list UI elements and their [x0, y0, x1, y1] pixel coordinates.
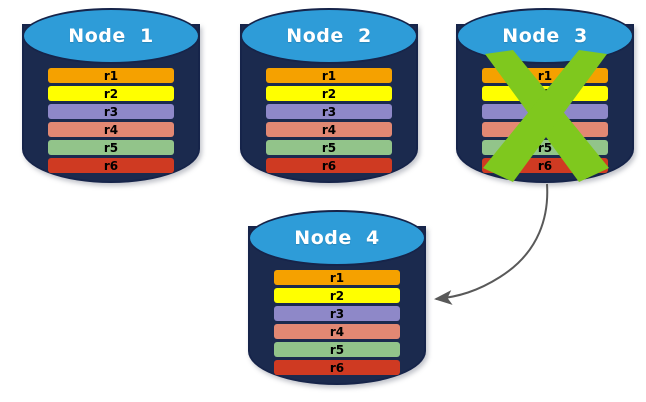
row-label: r4: [329, 324, 345, 339]
node-cylinder-node-3[interactable]: Node 3 r1 r2 r3 r4 r5 r6: [456, 8, 634, 183]
row-bar: r1: [48, 68, 174, 83]
row-bar: r3: [266, 104, 392, 119]
row-bar: r3: [48, 104, 174, 119]
row-label: r1: [537, 68, 553, 83]
node-rows: r1 r2 r3 r4 r5 r6: [266, 68, 392, 173]
row-bar: r4: [274, 324, 400, 339]
row-label: r1: [103, 68, 119, 83]
node-title: Node 1: [68, 25, 154, 47]
row-bar: r1: [266, 68, 392, 83]
row-label: r5: [329, 342, 345, 357]
row-bar: r5: [482, 140, 608, 155]
row-label: r4: [321, 122, 337, 137]
row-label: r1: [321, 68, 337, 83]
node-title: Node 2: [286, 25, 372, 47]
row-bar: r3: [274, 306, 400, 321]
row-bar: r4: [48, 122, 174, 137]
node-title: Node 3: [502, 25, 588, 47]
node-rows: r1 r2 r3 r4 r5 r6: [274, 270, 400, 375]
arrow-curve: [434, 183, 549, 305]
row-bar: r2: [48, 86, 174, 101]
node-rows: r1 r2 r3 r4 r5 r6: [48, 68, 174, 173]
row-label: r2: [329, 288, 345, 303]
row-label: r5: [537, 140, 553, 155]
row-bar: r2: [266, 86, 392, 101]
row-bar: r6: [266, 158, 392, 173]
row-label: r4: [103, 122, 119, 137]
node-top-disc: Node 4: [248, 210, 426, 266]
node-top-disc: Node 2: [240, 8, 418, 64]
node-rows: r1 r2 r3 r4 r5 r6: [482, 68, 608, 173]
row-bar: r5: [48, 140, 174, 155]
row-label: r2: [321, 86, 337, 101]
row-label: r3: [321, 104, 337, 119]
row-bar: r1: [274, 270, 400, 285]
row-label: r6: [537, 158, 553, 173]
row-bar: r6: [48, 158, 174, 173]
row-label: r6: [103, 158, 119, 173]
row-label: r3: [103, 104, 119, 119]
row-label: r6: [329, 360, 345, 375]
row-label: r3: [537, 104, 553, 119]
row-bar: r4: [266, 122, 392, 137]
node-top-disc: Node 3: [456, 8, 634, 64]
node-cylinder-node-1[interactable]: Node 1 r1 r2 r3 r4 r5 r6: [22, 8, 200, 183]
row-bar: r2: [482, 86, 608, 101]
row-label: r5: [103, 140, 119, 155]
row-bar: r3: [482, 104, 608, 119]
row-bar: r6: [274, 360, 400, 375]
row-bar: r5: [266, 140, 392, 155]
row-label: r2: [103, 86, 119, 101]
row-label: r2: [537, 86, 553, 101]
row-bar: r4: [482, 122, 608, 137]
node-title: Node 4: [294, 227, 380, 249]
node-top-disc: Node 1: [22, 8, 200, 64]
node-cylinder-node-4[interactable]: Node 4 r1 r2 r3 r4 r5 r6: [248, 210, 426, 385]
node-cylinder-node-2[interactable]: Node 2 r1 r2 r3 r4 r5 r6: [240, 8, 418, 183]
row-bar: r1: [482, 68, 608, 83]
row-bar: r6: [482, 158, 608, 173]
row-label: r1: [329, 270, 345, 285]
row-label: r5: [321, 140, 337, 155]
row-label: r6: [321, 158, 337, 173]
row-bar: r2: [274, 288, 400, 303]
row-bar: r5: [274, 342, 400, 357]
row-label: r4: [537, 122, 553, 137]
row-label: r3: [329, 306, 345, 321]
